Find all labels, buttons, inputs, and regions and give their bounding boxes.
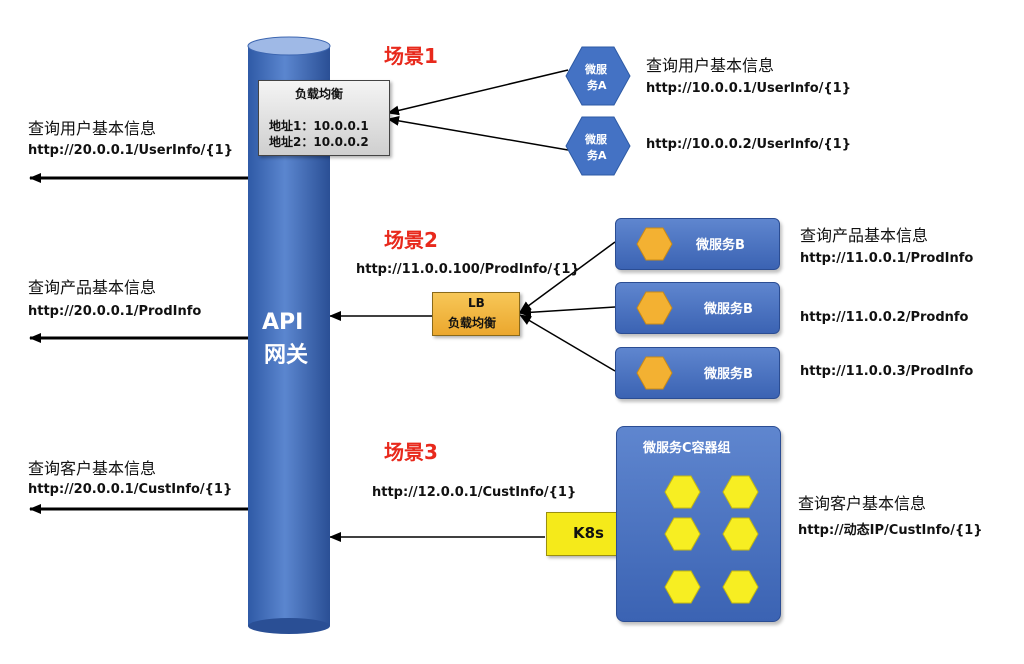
scene1-service-a-hex-1	[565, 46, 631, 106]
hexagon-icon	[722, 570, 759, 604]
scene2-service-b-1: 微服务B	[615, 218, 780, 270]
scene1-url-1: http://10.0.0.1/UserInfo/{1}	[646, 81, 851, 96]
scene1-service-a-hex-2	[565, 116, 631, 176]
scene2-lb-box: LB 负载均衡	[432, 292, 520, 336]
scene2-arrow-b1	[519, 241, 616, 313]
load-balancer-addr-2: 地址2：10.0.0.2	[269, 135, 369, 149]
scene1-title: 查询用户基本信息	[646, 56, 775, 75]
left-output-1-url: http://20.0.0.1/UserInfo/{1}	[28, 143, 233, 158]
scene2-service-b-2: 微服务B	[615, 282, 780, 334]
scene3-container-group: 微服务C容器组	[616, 426, 781, 622]
left-output-3-title: 查询客户基本信息	[28, 459, 157, 478]
scene2-arrow-b2	[519, 306, 616, 318]
scene2-gateway-url: http://11.0.0.100/ProdInfo/{1}	[356, 262, 580, 277]
scene2-lb-label-1: LB	[468, 296, 485, 310]
hexagon-icon	[664, 475, 701, 509]
scene3-title: 查询客户基本信息	[798, 494, 927, 513]
scene1-arrow-a	[387, 69, 569, 116]
container-hexagons	[664, 475, 759, 604]
api-gateway-label-2: 网关	[264, 343, 309, 368]
left-output-2-url: http://20.0.0.1/ProdInfo	[28, 304, 202, 319]
scene1-service-1-line1: 微服	[585, 63, 607, 76]
scene-3-label: 场景3	[384, 440, 438, 464]
load-balancer-title: 负载均衡	[295, 87, 344, 101]
scene2-url-3: http://11.0.0.3/ProdInfo	[800, 364, 974, 379]
scene2-service-b-2-label: 微服务B	[704, 302, 753, 317]
scene2-url-1: http://11.0.0.1/ProdInfo	[800, 251, 974, 266]
scene2-arrow-b3	[519, 314, 616, 372]
scene1-service-2-line1: 微服	[585, 133, 607, 146]
scene2-service-b-3: 微服务B	[615, 347, 780, 399]
left-output-3-url: http://20.0.0.1/CustInfo/{1}	[28, 482, 233, 497]
scene3-url: http://动态IP/CustInfo/{1}	[798, 523, 983, 538]
load-balancer-addr-1: 地址1：10.0.0.1	[269, 119, 369, 133]
scene1-url-2: http://10.0.0.2/UserInfo/{1}	[646, 137, 851, 152]
scene2-service-b-1-label: 微服务B	[696, 238, 745, 253]
scene3-gateway-url: http://12.0.0.1/CustInfo/{1}	[372, 485, 577, 500]
scene-2-label: 场景2	[384, 228, 438, 252]
hexagon-icon	[636, 356, 673, 390]
load-balancer-box: 负载均衡 地址1：10.0.0.1 地址2：10.0.0.2	[258, 80, 390, 156]
left-output-2-title: 查询产品基本信息	[28, 278, 157, 297]
hexagon-icon	[664, 570, 701, 604]
api-gateway-label-1: API	[262, 310, 304, 335]
scene2-lb-label-2: 负载均衡	[448, 316, 497, 330]
left-output-1-title: 查询用户基本信息	[28, 119, 157, 138]
scene1-service-2-line2: 务A	[587, 149, 607, 162]
scene3-container-group-label: 微服务C容器组	[643, 441, 731, 456]
hexagon-icon	[636, 291, 673, 325]
scene1-service-1-line2: 务A	[587, 79, 607, 92]
hexagon-icon	[722, 475, 759, 509]
hexagon-icon	[636, 227, 673, 261]
scene2-url-2: http://11.0.0.2/Prodnfo	[800, 310, 969, 325]
scene-1-label: 场景1	[384, 44, 438, 68]
scene1-arrow-b	[387, 115, 569, 151]
hexagon-icon	[664, 517, 701, 551]
scene2-title: 查询产品基本信息	[800, 226, 929, 245]
scene3-k8s-label: K8s	[573, 524, 604, 542]
hexagon-icon	[722, 517, 759, 551]
scene2-service-b-3-label: 微服务B	[704, 367, 753, 382]
